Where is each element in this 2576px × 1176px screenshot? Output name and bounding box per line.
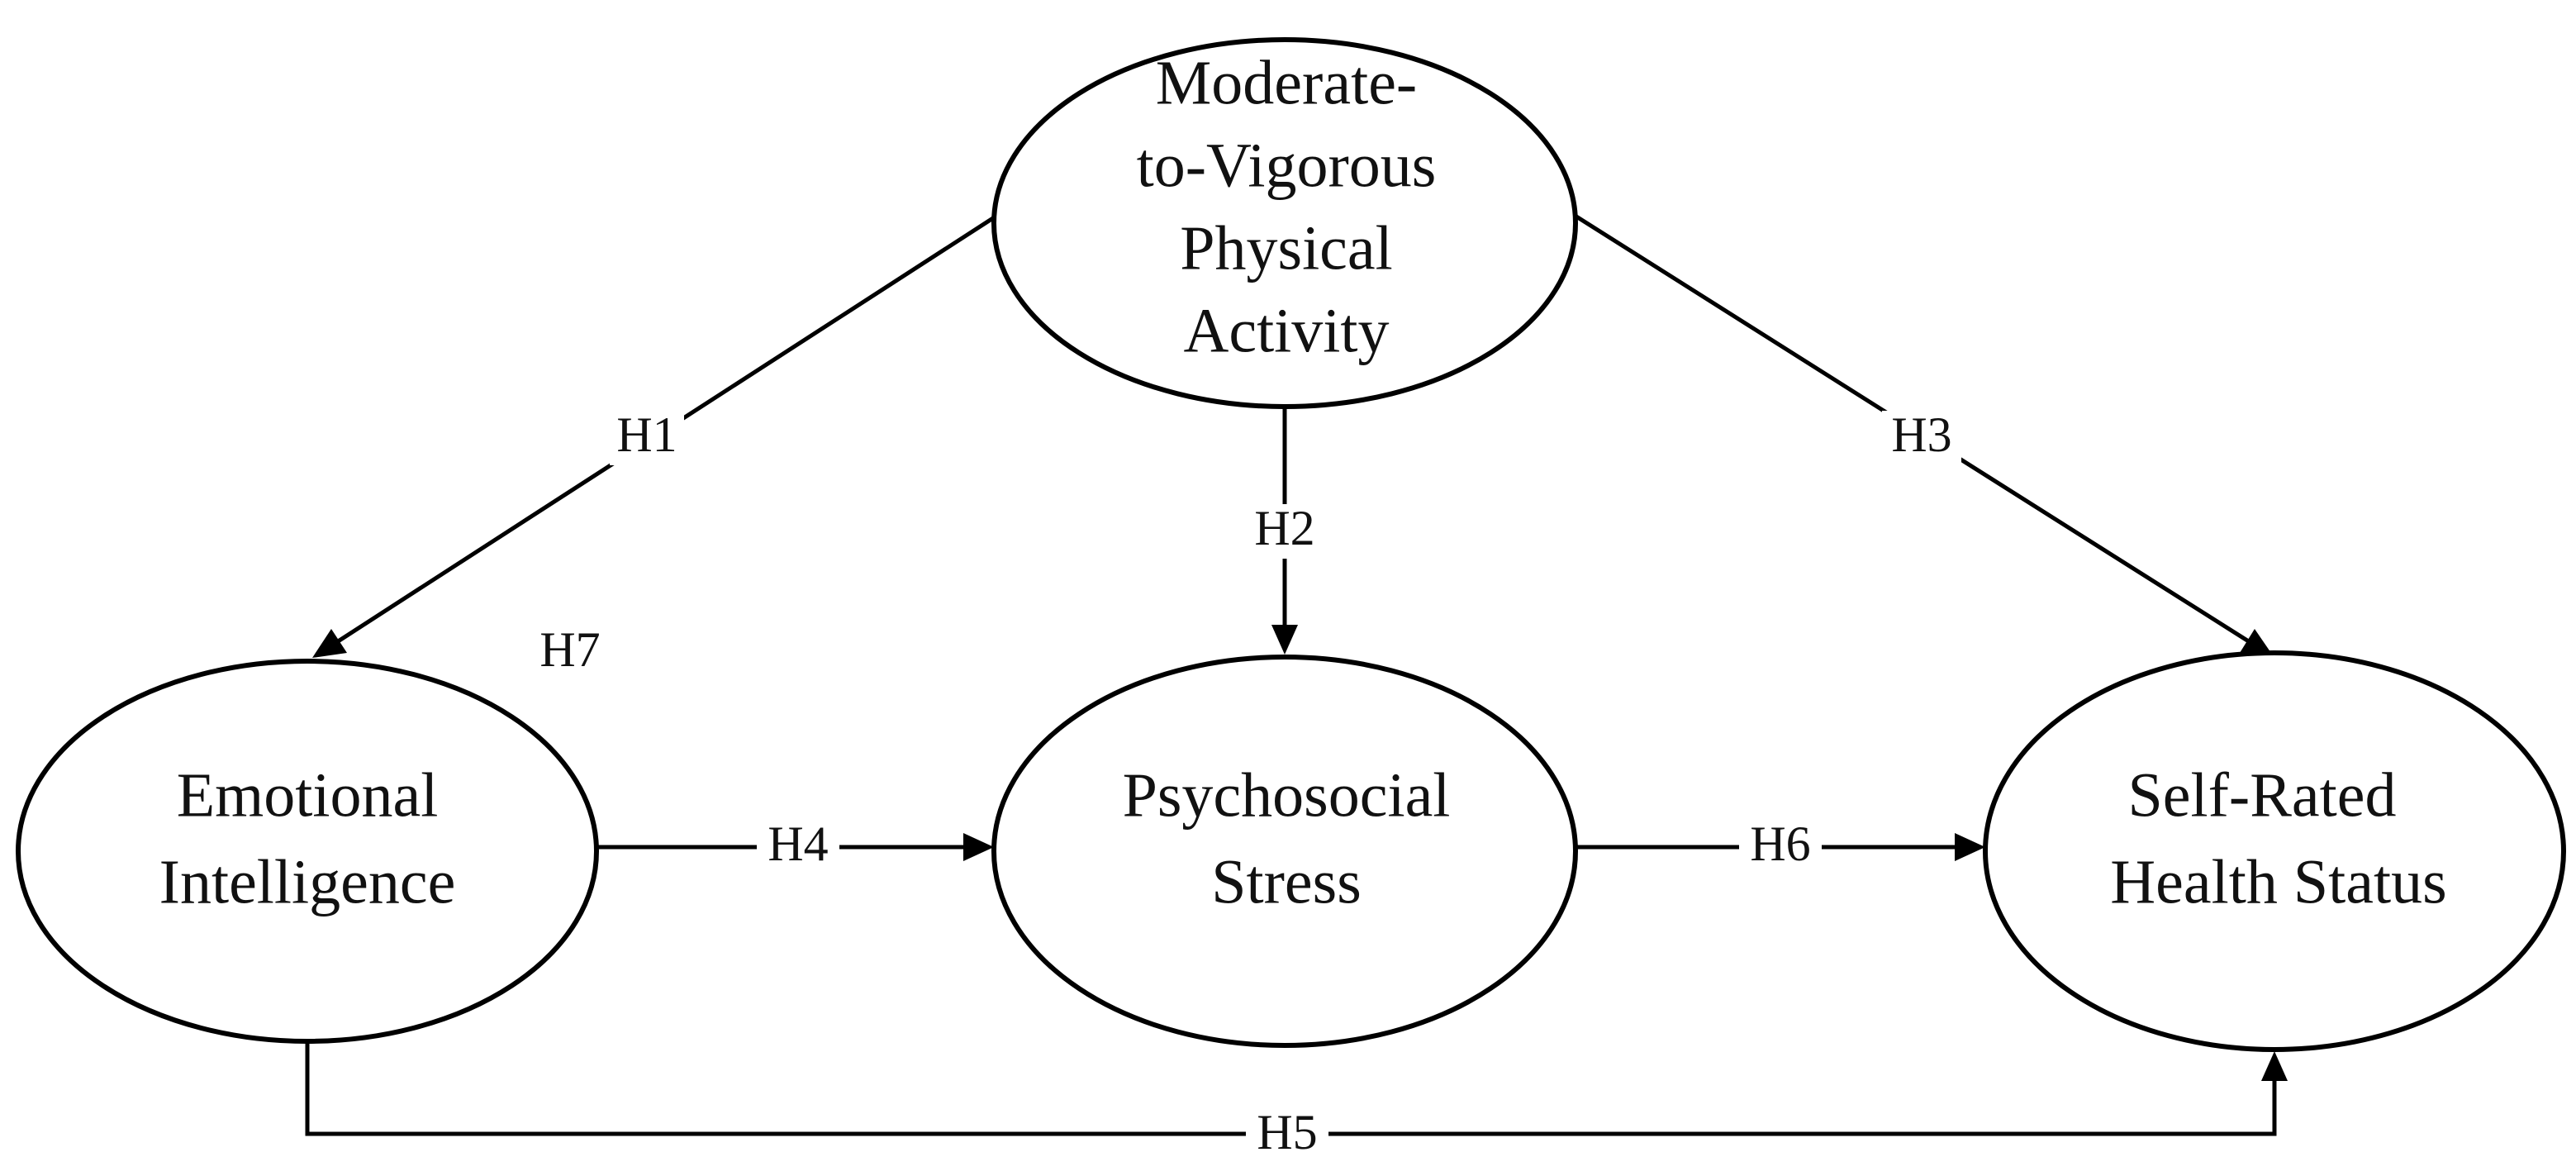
node-mvpa: Moderate- to-Vigorous Physical Activity <box>991 37 1578 409</box>
node-ei-ellipse <box>16 659 599 1044</box>
node-mvpa-line-3: Physical <box>1180 213 1393 283</box>
edge-h6-arrowhead <box>1955 833 1985 861</box>
edge-labels: H1 H2 H3 H4 H5 H6 H7 <box>539 407 1961 1160</box>
node-mvpa-line-4: Activity <box>1183 296 1389 365</box>
node-mvpa-line-2: to-Vigorous <box>1137 131 1437 200</box>
node-ei-line-1: Emotional <box>177 760 439 830</box>
node-stress-line-2: Stress <box>1211 847 1362 917</box>
edge-h5-arrowhead <box>2261 1051 2288 1081</box>
node-mvpa-line-1: Moderate- <box>1156 48 1418 117</box>
edge-h1-arrowhead <box>312 629 347 658</box>
edge-label-h2: H2 <box>1254 501 1314 555</box>
edge-h4-arrowhead <box>963 833 994 861</box>
node-mvpa-ellipse <box>991 37 1578 409</box>
node-stress-ellipse <box>991 655 1578 1048</box>
edge-label-h5: H5 <box>1257 1105 1317 1159</box>
node-emotional-intelligence: Emotional Intelligence <box>16 659 599 1044</box>
edge-label-h7: H7 <box>539 622 600 677</box>
node-health-line-1: Self-Rated <box>2127 760 2396 830</box>
node-ei-line-2: Intelligence <box>159 847 456 917</box>
edge-label-h4: H4 <box>768 817 828 871</box>
node-health-ellipse <box>1983 650 2566 1052</box>
node-self-rated-health-status: Self-Rated Health Status <box>1983 650 2566 1052</box>
edge-label-h6: H6 <box>1750 817 1810 871</box>
edge-label-h3: H3 <box>1891 407 1951 462</box>
edge-h2-arrowhead <box>1271 625 1298 655</box>
edge-label-h1: H1 <box>616 407 677 462</box>
node-stress-line-1: Psychosocial <box>1123 760 1451 830</box>
node-psychosocial-stress: Psychosocial Stress <box>991 655 1578 1048</box>
node-health-line-2: Health Status <box>2110 847 2446 917</box>
